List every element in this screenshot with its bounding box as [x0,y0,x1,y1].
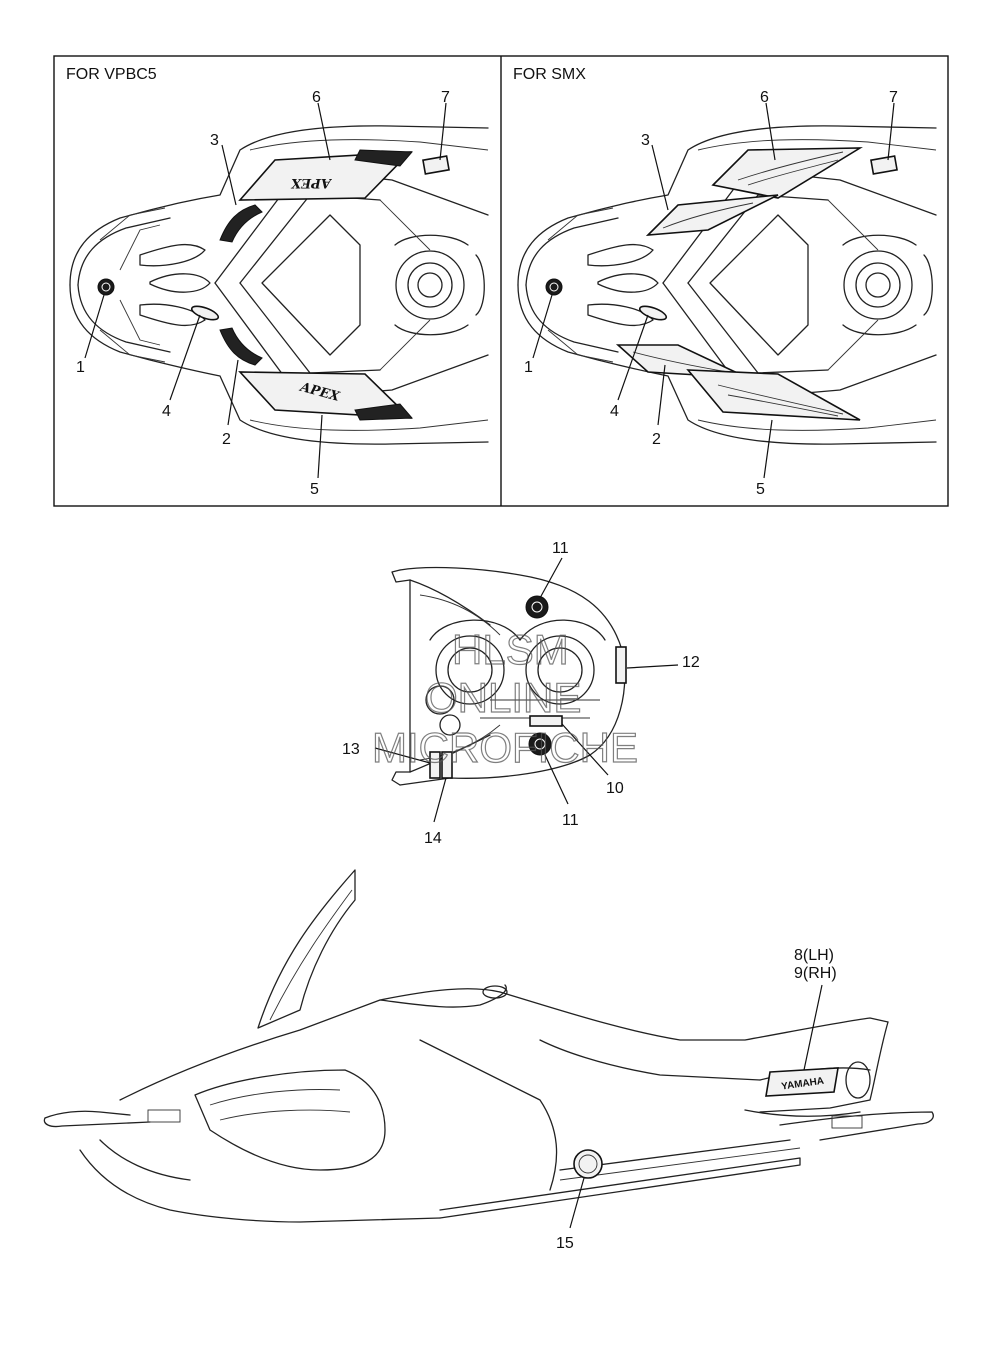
right-decal-3 [645,194,779,236]
middle-leaders [374,557,679,823]
top-frame [53,55,949,507]
middle-callout-13: 13 [342,741,360,758]
middle-callout-11-top: 11 [552,540,569,557]
left-callout-labels: 1 2 3 4 5 6 7 [76,89,450,498]
right-callout-labels: 1 2 3 4 5 6 7 [524,89,898,498]
middle-emblem-11-bottom [528,732,552,756]
left-decal-4 [190,305,220,321]
left-decal-7 [422,155,450,175]
side-decal-8-9 [765,1067,839,1097]
right-callout-6: 6 [760,89,769,106]
side-view-drawing: YAMAHA [43,869,934,1223]
callout-8-lh: 8(LH) [794,947,834,964]
left-leaders [84,102,447,479]
side-callout-labels: 8(LH) 9(RH) 15 [556,947,837,1252]
right-panel-header: FOR SMX [513,66,586,83]
middle-callout-12: 12 [682,654,700,671]
side-leaders [569,984,823,1229]
right-decal-6 [711,147,863,199]
callout-15: 15 [556,1235,574,1252]
right-decal-4 [638,305,668,321]
middle-rear-view [391,566,627,786]
right-hood-drawing [517,125,937,445]
right-leaders [532,102,895,479]
left-callout-6: 6 [312,89,321,106]
right-emblem-1 [545,278,563,296]
middle-callout-10: 10 [606,780,624,797]
right-callout-7: 7 [889,89,898,106]
middle-decal-12 [615,646,627,684]
middle-decal-14 [441,751,453,779]
right-decal-7 [870,155,898,175]
middle-decal-13 [429,751,441,779]
middle-decal-10 [529,715,563,727]
watermark-line-3: MICROFICHE [372,724,638,771]
left-decal-3 [219,204,263,243]
left-callout-1: 1 [76,359,85,376]
right-callout-4: 4 [610,403,619,420]
left-decal-2 [219,327,263,366]
left-panel-header: FOR VPBC5 [66,66,157,83]
middle-emblem-11-top [525,595,549,619]
right-callout-3: 3 [641,132,650,149]
left-callout-7: 7 [441,89,450,106]
middle-callout-11-bottom: 11 [562,812,579,829]
left-callout-5: 5 [310,481,319,498]
callout-9-rh: 9(RH) [794,965,837,982]
watermark-line-2: ONLINE [425,674,581,721]
right-callout-1: 1 [524,359,533,376]
middle-callout-labels: 11 12 13 14 10 11 [342,540,700,847]
left-callout-3: 3 [210,132,219,149]
watermark-line-1: HLSM [452,626,569,673]
left-hood-drawing: APEX APEX [69,125,489,445]
right-callout-5: 5 [756,481,765,498]
left-emblem-1 [97,278,115,296]
right-decal-5 [686,369,861,421]
watermark: HLSM ONLINE MICROFICHE [371,625,638,771]
right-callout-2: 2 [652,431,661,448]
left-callout-2: 2 [222,431,231,448]
side-emblem-15 [573,1149,603,1179]
left-apex-logo-upper: APEX [290,175,333,190]
middle-callout-14: 14 [424,830,442,847]
left-callout-4: 4 [162,403,171,420]
